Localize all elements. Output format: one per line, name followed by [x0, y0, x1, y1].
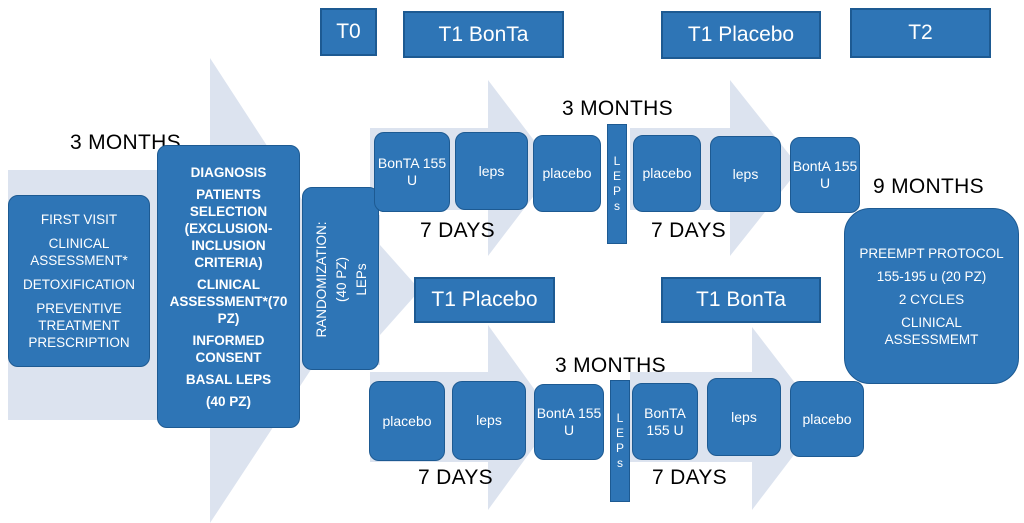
- header-t1-bonta-top-label: T1 BonTa: [438, 22, 529, 46]
- randomization-text: RANDOMIZATION: (40 PZ) LEPs: [303, 188, 378, 369]
- header-t1-placebo-bottom: T1 Placebo: [414, 277, 555, 323]
- bottom-leps-separator: L E P s: [610, 380, 630, 502]
- bottom-step-bonta-1: BontA 155 U: [534, 384, 604, 460]
- preempt-line: PREEMPT PROTOCOL: [859, 245, 1004, 261]
- header-t0: T0: [320, 8, 377, 56]
- preempt-line: CLINICAL ASSESSMEMT: [884, 314, 979, 347]
- bottom-step-placebo-2-label: placebo: [802, 410, 852, 427]
- top-step-bonta-1-label: BonTA 155 U: [377, 155, 447, 188]
- bottom-step-placebo-2: placebo: [790, 381, 864, 457]
- preempt-line: 2 CYCLES: [898, 291, 965, 307]
- bottom-step-bonta-2: BonTA 155 U: [632, 383, 698, 460]
- top-step-placebo-2-label: placebo: [642, 165, 692, 181]
- label-3-months-bottom: 3 MONTHS: [555, 354, 666, 377]
- first-visit-line: PREVENTIVE TREATMENT PRESCRIPTION: [28, 301, 130, 350]
- top-step-placebo-1: placebo: [533, 135, 601, 212]
- bottom-leps-letter: E: [615, 426, 624, 440]
- header-t0-label: T0: [336, 20, 361, 43]
- diagnosis-line: (40 PZ): [205, 393, 251, 409]
- top-leps-letter: P: [612, 184, 621, 198]
- randomization-line-1: RANDOMIZATION:: [313, 221, 329, 338]
- header-t1-bonta-bottom-label: T1 BonTa: [696, 288, 786, 311]
- first-visit-line: FIRST VISIT: [40, 212, 118, 227]
- diagnosis-line: DIAGNOSIS: [190, 164, 267, 180]
- bottom-step-leps-1-label: leps: [476, 412, 502, 428]
- bottom-leps-letter: s: [617, 456, 623, 470]
- bottom-step-placebo-1: placebo: [369, 381, 445, 461]
- randomization-line-2: (40 PZ): [333, 257, 349, 303]
- header-t1-placebo-top-label: T1 Placebo: [687, 23, 795, 46]
- header-t2-label: T2: [908, 21, 933, 44]
- top-step-leps-2: leps: [710, 136, 781, 212]
- diagnosis-box: DIAGNOSIS PATIENTS SELECTION (EXCLUSION-…: [157, 145, 300, 428]
- header-t1-placebo-bottom-label: T1 Placebo: [431, 288, 538, 311]
- bottom-step-leps-2-label: leps: [731, 408, 757, 425]
- first-visit-box: FIRST VISIT CLINICAL ASSESSMENT* DETOXIF…: [8, 195, 150, 367]
- bottom-step-bonta-1-label: BontA 155 U: [536, 405, 602, 438]
- header-t1-bonta-top: T1 BonTa: [403, 11, 564, 58]
- label-7-days-bottom-left: 7 DAYS: [418, 466, 493, 489]
- top-step-leps-1-label: leps: [478, 162, 505, 179]
- bottom-step-leps-1: leps: [452, 381, 526, 460]
- header-t2: T2: [850, 8, 991, 58]
- label-3-months-left: 3 MONTHS: [70, 131, 181, 154]
- preempt-line: 155-195 u (20 PZ): [876, 268, 987, 284]
- label-7-days-bottom-right: 7 DAYS: [652, 466, 727, 489]
- top-leps-letter: E: [612, 169, 621, 183]
- diagnosis-line: INFORMED CONSENT: [192, 332, 265, 365]
- top-leps-letter: L: [613, 154, 621, 168]
- top-step-bonta-2-label: BontA 155 U: [792, 158, 858, 191]
- top-step-placebo-1-label: placebo: [542, 165, 592, 181]
- diagnosis-line: CLINICAL ASSESSMENT*(70 PZ): [169, 276, 288, 326]
- bottom-step-leps-2: leps: [707, 378, 781, 456]
- top-step-bonta-2: BontA 155 U: [790, 137, 860, 213]
- top-step-leps-2-label: leps: [732, 165, 759, 182]
- randomization-line-3: LEPs: [353, 263, 369, 296]
- label-7-days-top-left: 7 DAYS: [420, 219, 495, 242]
- label-3-months-top: 3 MONTHS: [562, 97, 673, 120]
- top-step-leps-1: leps: [455, 132, 528, 210]
- top-leps-separator: L E P s: [607, 124, 627, 244]
- label-9-months: 9 MONTHS: [873, 175, 984, 198]
- bottom-leps-letter: L: [616, 411, 624, 425]
- preempt-protocol-box: PREEMPT PROTOCOL 155-195 u (20 PZ) 2 CYC…: [844, 208, 1019, 384]
- bottom-step-placebo-1-label: placebo: [382, 412, 432, 429]
- label-7-days-top-right: 7 DAYS: [651, 219, 726, 242]
- top-step-placebo-2: placebo: [633, 135, 701, 212]
- header-t1-bonta-bottom: T1 BonTa: [661, 277, 821, 323]
- top-leps-letter: s: [614, 199, 620, 213]
- diagnosis-line: BASAL LEPS: [185, 371, 272, 387]
- bottom-step-bonta-2-label: BonTA 155 U: [644, 404, 686, 438]
- randomization-box: RANDOMIZATION: (40 PZ) LEPs: [302, 187, 379, 370]
- top-step-bonta-1: BonTA 155 U: [374, 132, 450, 212]
- header-t1-placebo-top: T1 Placebo: [661, 11, 821, 59]
- bottom-leps-letter: P: [615, 441, 624, 455]
- first-visit-line: CLINICAL ASSESSMENT*: [30, 236, 128, 268]
- first-visit-line: DETOXIFICATION: [22, 277, 135, 292]
- diagnosis-line: PATIENTS SELECTION (EXCLUSION-INCLUSION …: [184, 186, 273, 270]
